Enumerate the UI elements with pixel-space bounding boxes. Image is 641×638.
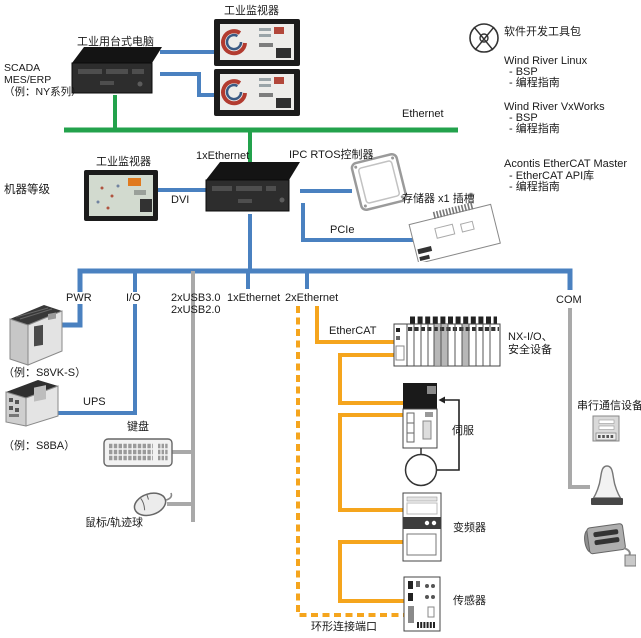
label-scada-line3: （例：NY系列） <box>4 86 82 98</box>
label-machine-level: 机器等级 <box>4 184 50 196</box>
label-nx-io-line2: 安全设备 <box>508 344 552 356</box>
cd-disc-icon <box>469 23 499 53</box>
wire-gray-com <box>568 308 590 489</box>
label-sdk-title: 软件开发工具包 <box>504 26 581 38</box>
label-windriver-linux-guide: - 编程指南 <box>509 77 560 89</box>
label-ups-example: （例：S8BA） <box>3 440 76 452</box>
industrial-pc-graphic <box>71 47 162 94</box>
label-port-1xethernet: 1xEthernet <box>227 292 281 304</box>
label-inverter: 变频器 <box>453 522 486 534</box>
pcie-board-graphic <box>408 202 501 262</box>
label-windriver-vxworks-guide: - 编程指南 <box>509 123 560 135</box>
label-1xethernet-top: 1xEthernet <box>196 150 250 162</box>
label-scada-line2: MES/ERP <box>4 74 52 86</box>
serial-motor-device-graphic <box>584 523 636 567</box>
label-acontis-api: - EtherCAT API库 <box>509 170 595 182</box>
machine-monitor-graphic <box>84 170 158 221</box>
ipc-rtos-controller-graphic <box>205 162 300 212</box>
label-port-com: COM <box>556 294 582 306</box>
industrial-monitor-2-graphic <box>214 69 300 116</box>
label-pcie: PCIe <box>328 224 357 236</box>
serial-device-graphic <box>592 415 620 442</box>
inverter-graphic <box>402 492 442 562</box>
wire-ethercat-servo-inverter <box>338 413 404 512</box>
label-ethercat: EtherCAT <box>327 325 379 337</box>
wire-ethercat-main <box>315 306 396 344</box>
label-ipc-rtos-controller: IPC RTOS控制器 <box>289 149 374 161</box>
label-port-usb3: 2xUSB3.0 <box>171 292 221 304</box>
label-scada-line1: SCADA <box>4 62 41 74</box>
label-top-monitors: 工业监视器 <box>224 5 279 17</box>
barcode-scanner-graphic <box>591 465 623 505</box>
wire-blue-pc-monitor2 <box>160 72 214 97</box>
wire-blue-pcie <box>301 203 413 242</box>
wire-ethercat-ring-dashed <box>296 306 404 617</box>
label-sensor: 传感器 <box>453 595 486 607</box>
label-psu-example: （例：S8VK-S） <box>3 367 87 379</box>
label-storage-slot: 存储器 x1 插槽 <box>402 193 475 205</box>
label-nx-io-line1: NX-I/O、 <box>508 331 553 343</box>
industrial-monitor-1-graphic <box>214 19 300 66</box>
label-port-2xethernet: 2xEthernet <box>283 292 341 304</box>
label-windriver-vxworks: Wind River VxWorks <box>504 101 605 113</box>
label-serial-devices: 串行通信设备 <box>577 400 641 412</box>
label-servo: 伺服 <box>452 425 474 437</box>
mouse-graphic <box>133 492 173 517</box>
keyboard-graphic <box>103 438 173 467</box>
wire-ethercat-inverter-sensor <box>338 540 404 603</box>
label-windriver-linux: Wind River Linux <box>504 55 588 67</box>
label-port-pwr: PWR <box>64 292 94 304</box>
ups-graphic <box>5 380 59 427</box>
label-mouse: 鼠标/轨迹球 <box>85 517 144 529</box>
label-windriver-linux-bsp: - BSP <box>509 66 538 78</box>
label-acontis-guide: - 编程指南 <box>509 181 560 193</box>
label-port-usb2: 2xUSB2.0 <box>171 304 221 316</box>
wire-blue-io-bus <box>60 268 573 328</box>
power-supply-graphic <box>9 305 63 366</box>
label-port-io: I/O <box>124 292 143 304</box>
storage-drive-graphic <box>350 152 408 212</box>
label-windriver-vxworks-bsp: - BSP <box>509 112 538 124</box>
servo-graphic <box>402 383 460 487</box>
label-dvi: DVI <box>171 194 190 206</box>
label-acontis: Acontis EtherCAT Master <box>504 158 628 170</box>
label-industrial-pc: 工业用台式电脑 <box>77 36 154 48</box>
label-scada-block: SCADA MES/ERP （例：NY系列） <box>4 62 82 98</box>
label-ethernet: Ethernet <box>402 108 444 120</box>
label-ups: UPS <box>81 396 108 408</box>
label-ring-port: 环形连接端口 <box>309 621 379 633</box>
wire-ethercat-nx-servo <box>338 353 404 405</box>
label-keyboard: 键盘 <box>127 421 149 433</box>
nx-io-rack-graphic <box>393 316 501 367</box>
label-machine-monitor: 工业监视器 <box>96 156 151 168</box>
sensor-graphic <box>403 576 441 632</box>
wire-blue-ups <box>58 271 137 415</box>
